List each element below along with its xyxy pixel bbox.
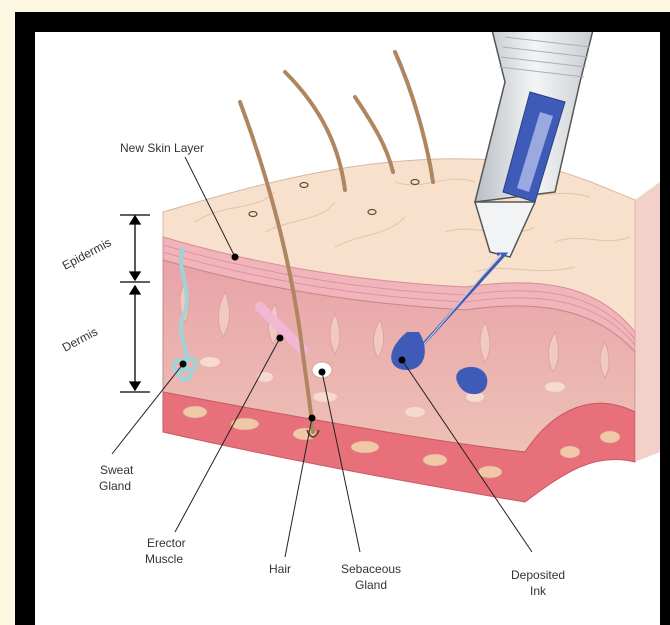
dot-new-skin-layer: [232, 254, 239, 261]
label-erector-muscle-line1: Erector: [147, 536, 186, 550]
skin-cross-section-diagram: New Skin Layer Epidermis Dermis Sweat Gl…: [35, 32, 660, 625]
label-sebaceous-gland-line1: Sebaceous: [341, 562, 401, 576]
label-hair: Hair: [269, 562, 291, 576]
label-deposited-ink-line1: Deposited: [511, 568, 565, 582]
label-sweat-gland-line1: Sweat: [100, 463, 134, 477]
label-dermis: Dermis: [60, 324, 100, 354]
dot-erector-muscle: [277, 335, 284, 342]
label-deposited-ink-line2: Ink: [530, 584, 547, 598]
skin-right-face: [635, 182, 660, 462]
dot-deposited-ink: [399, 357, 406, 364]
label-sweat-gland-line2: Gland: [99, 479, 131, 493]
label-epidermis: Epidermis: [60, 235, 114, 272]
diagram-panel: New Skin Layer Epidermis Dermis Sweat Gl…: [35, 32, 660, 625]
dot-sebaceous-gland: [319, 369, 326, 376]
label-erector-muscle-line2: Muscle: [145, 552, 183, 566]
layer-brackets: [120, 215, 150, 392]
dot-sweat-gland: [180, 361, 187, 368]
label-sebaceous-gland-line2: Gland: [355, 578, 387, 592]
dot-hair: [309, 415, 316, 422]
label-new-skin-layer: New Skin Layer: [120, 141, 204, 155]
